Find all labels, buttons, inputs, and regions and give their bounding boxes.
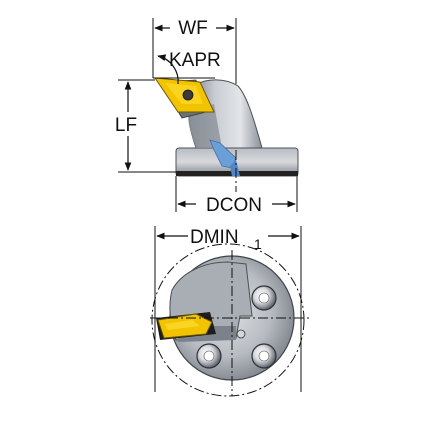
dimension-lf: LF (110, 79, 176, 173)
lf-label: LF (115, 115, 137, 136)
wf-label: WF (178, 18, 208, 39)
dimension-kapr: KAPR (153, 50, 221, 85)
screw-hole-icon (251, 285, 277, 311)
dcon-label: DCON (206, 195, 262, 216)
dimension-wf: WF (152, 15, 237, 84)
dimension-dcon: DCON (175, 176, 298, 216)
coolant-port-icon (236, 329, 246, 339)
kapr-label: KAPR (169, 50, 221, 71)
dimension-dmin1: DMIN 1 (154, 223, 302, 392)
min-diameter-circle (151, 243, 305, 397)
screw-hole-icon (196, 343, 222, 369)
dmin-label: DMIN (190, 227, 239, 248)
side-view (153, 77, 299, 192)
dmin-subscript: 1 (254, 236, 262, 252)
screw-hole-icon (251, 343, 277, 369)
end-view (150, 243, 310, 397)
insert-screw-icon (182, 89, 194, 101)
